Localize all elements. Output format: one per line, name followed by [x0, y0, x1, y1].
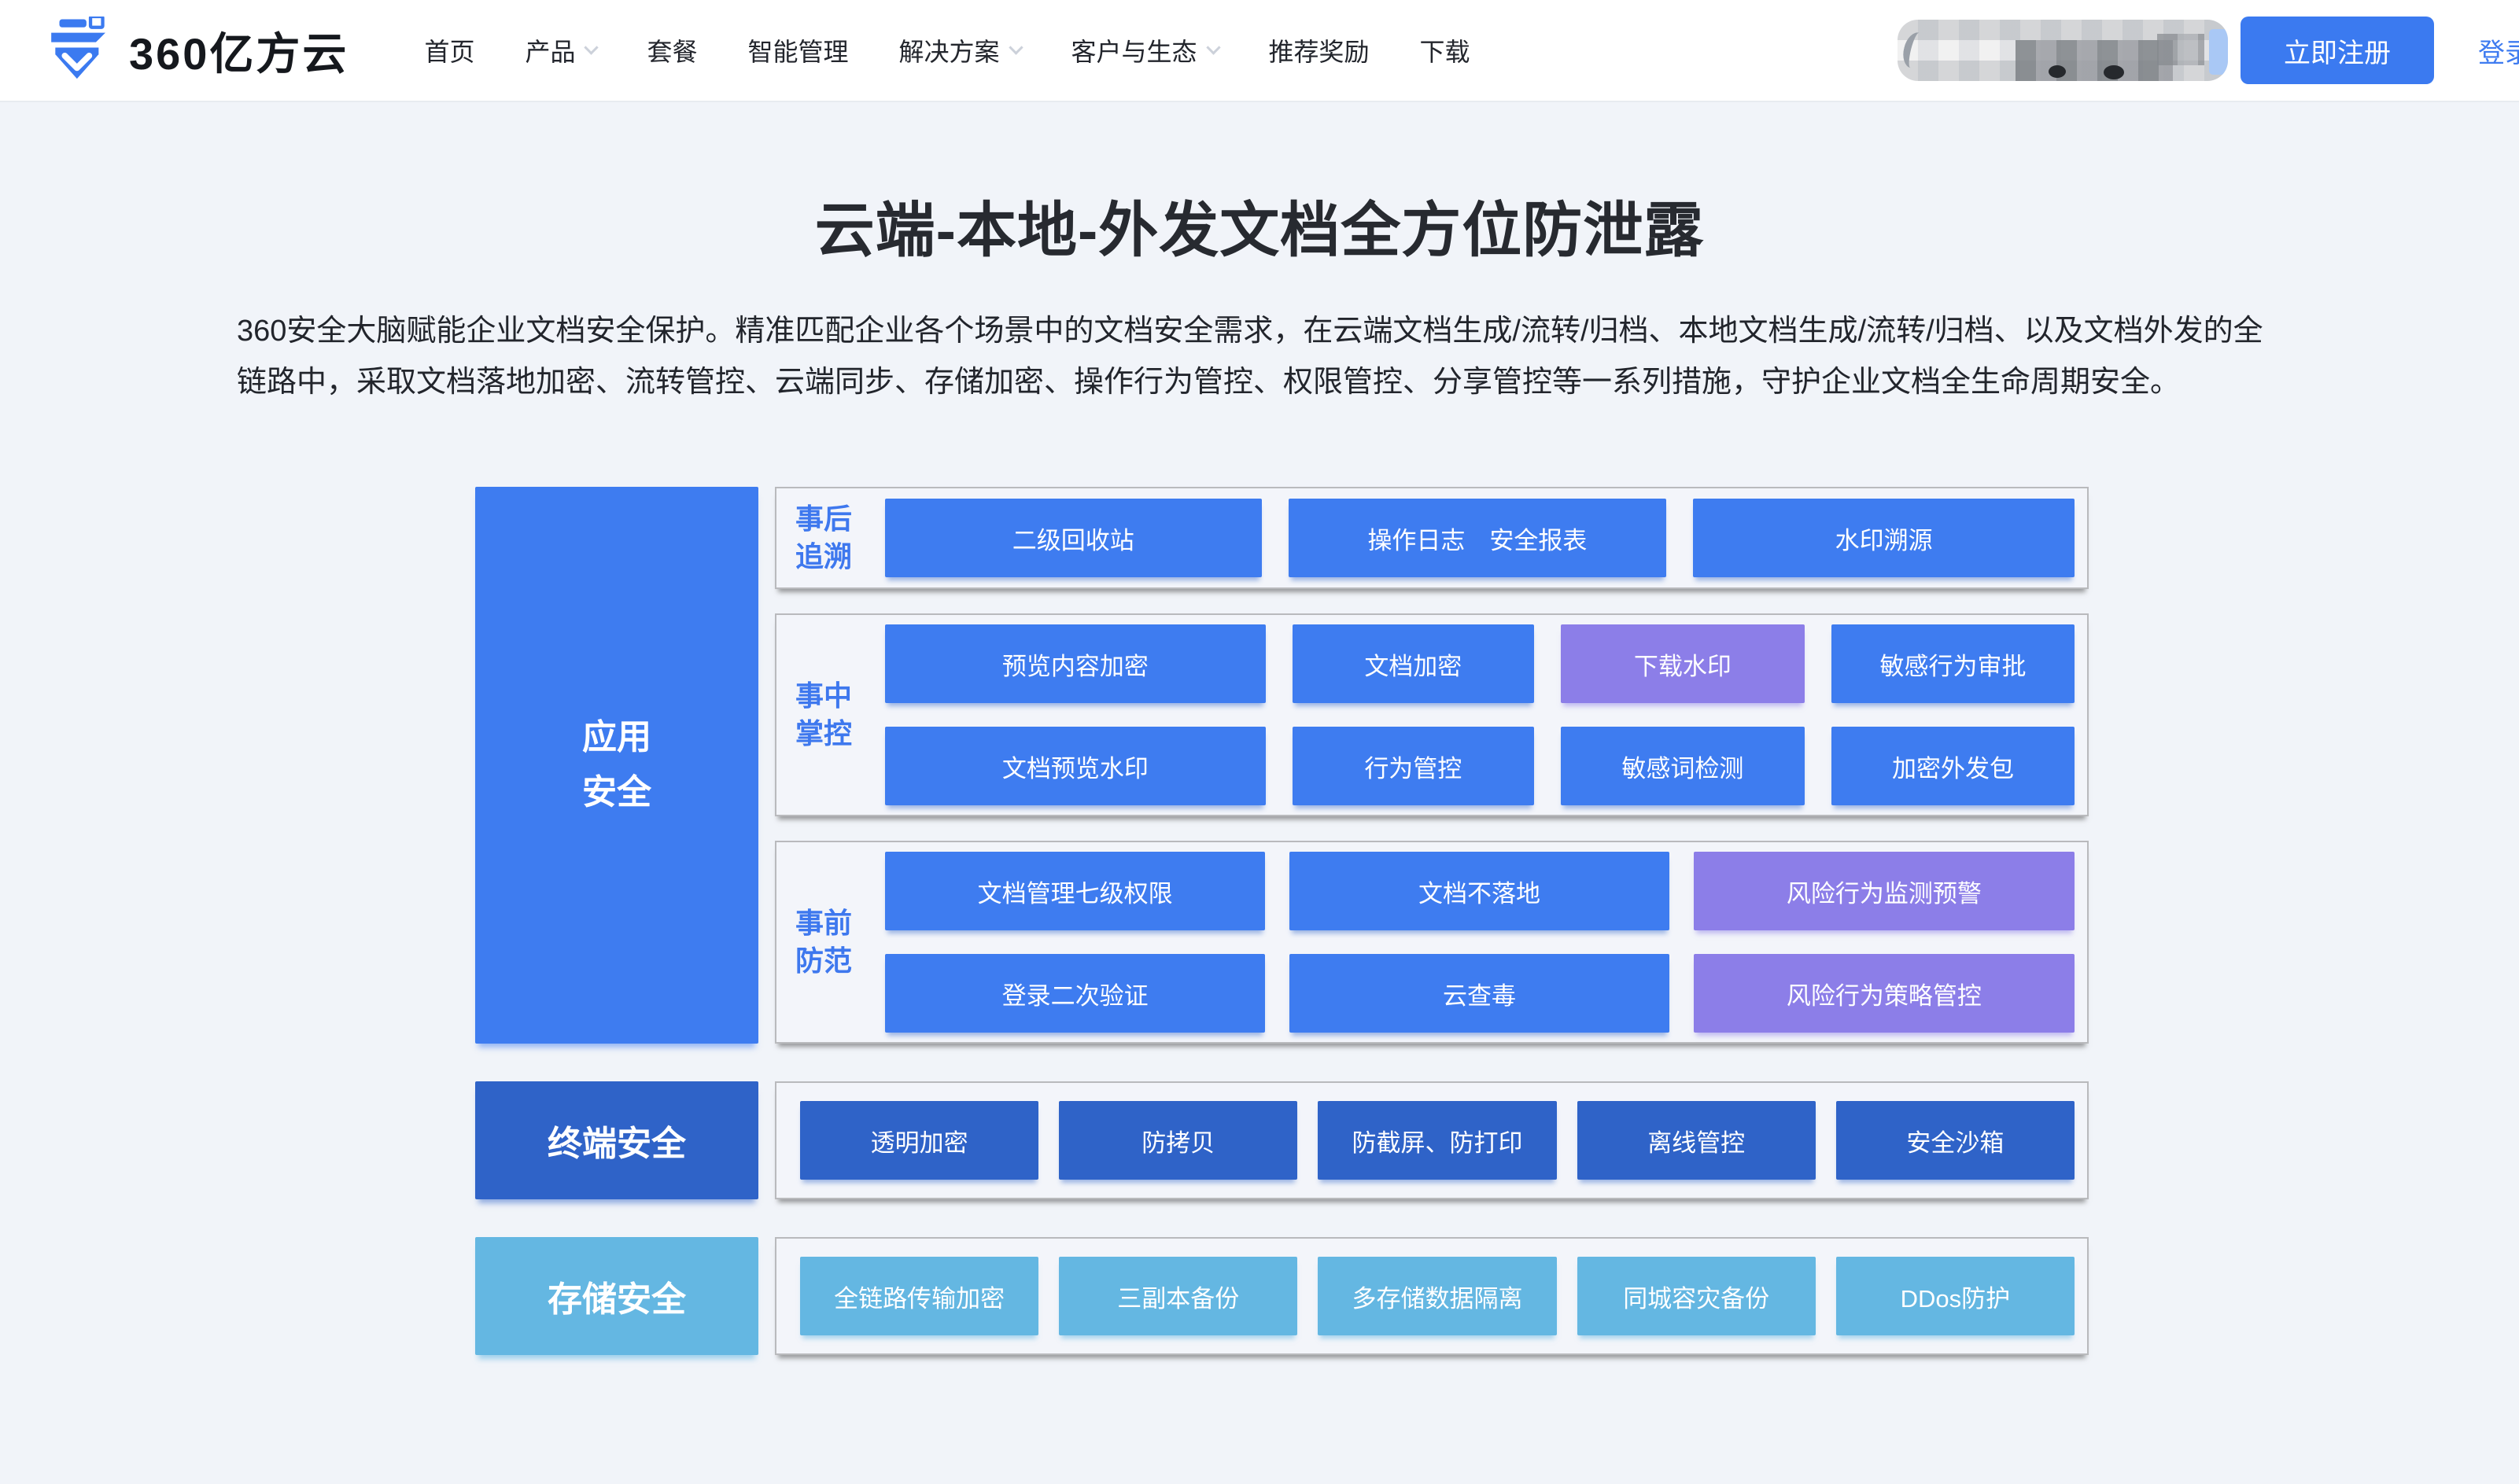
logo-shield-cloud-icon [51, 17, 105, 79]
storage-panels: 全链路传输加密 三副本备份 多存储数据隔离 同城容灾备份 DDos防护 [775, 1237, 2089, 1356]
feature-box: 文档不落地 [1289, 852, 1669, 931]
blurred-phone-number [1898, 20, 2228, 81]
category-terminal-security: 终端安全 [475, 1081, 758, 1200]
feature-box: 敏感词检测 [1560, 727, 1805, 806]
feature-box: 二级回收站 [885, 499, 1262, 578]
feature-box: DDos防护 [1835, 1257, 2075, 1336]
mosaic-block [2104, 65, 2124, 79]
nav-label: 智能管理 [747, 38, 849, 66]
nav-item-referral-rewards[interactable]: 推荐奖励 [1269, 32, 1370, 68]
nav-label: 产品 [525, 38, 576, 66]
panel-label: 事中掌控 [795, 679, 853, 750]
feature-box: 行为管控 [1292, 727, 1534, 806]
main-nav: 首页 产品 套餐 智能管理 解决方案 客户与生态 推荐奖励 下载 [424, 32, 1470, 68]
panel-post-event-tracing: 事后追溯 二级回收站 操作日志 安全报表 水印溯源 [775, 487, 2089, 590]
nav-label: 推荐奖励 [1268, 38, 1370, 66]
feature-box: 文档加密 [1292, 624, 1534, 704]
panel-in-event-control: 事中掌控 预览内容加密 文档加密 下载水印 敏感行为审批 文档预览水印 行为管控… [775, 613, 2089, 817]
feature-box: 水印溯源 [1693, 499, 2075, 578]
category-label: 存储安全 [548, 1280, 686, 1320]
chevron-down-icon [584, 39, 599, 55]
page-description: 360安全大脑赋能企业文档安全保护。精准匹配企业各个场景中的文档安全需求，在云端… [237, 315, 2263, 400]
application-panels: 事后追溯 二级回收站 操作日志 安全报表 水印溯源 事中掌控 预览内容加密 文档… [775, 487, 2089, 1044]
feature-grid: 透明加密 防拷贝 防截屏、防打印 离线管控 安全沙箱 [800, 1101, 2075, 1180]
login-link[interactable]: 登录 [2478, 38, 2519, 68]
feature-box: 透明加密 [800, 1101, 1039, 1180]
nav-label: 首页 [424, 38, 475, 66]
feature-box: 预览内容加密 [885, 624, 1266, 704]
feature-grid: 预览内容加密 文档加密 下载水印 敏感行为审批 文档预览水印 行为管控 敏感词检… [885, 624, 2087, 806]
feature-box: 文档管理七级权限 [885, 852, 1266, 931]
feature-box: 风险行为监测预警 [1693, 852, 2075, 931]
nav-item-smart-management[interactable]: 智能管理 [747, 32, 848, 68]
nav-label: 解决方案 [898, 38, 1000, 66]
feature-box: 三副本备份 [1059, 1257, 1298, 1336]
panel-pre-event-prevention: 事前防范 文档管理七级权限 文档不落地 风险行为监测预警 登录二次验证 云查毒 … [775, 841, 2089, 1044]
feature-grid: 二级回收站 操作日志 安全报表 水印溯源 [885, 499, 2087, 578]
feature-box: 防截屏、防打印 [1318, 1101, 1557, 1180]
feature-box: 登录二次验证 [885, 954, 1266, 1033]
band-terminal-security: 终端安全 透明加密 防拷贝 防截屏、防打印 离线管控 安全沙箱 [475, 1081, 2089, 1200]
band-application-security: 应用安全 事后追溯 二级回收站 操作日志 安全报表 水印溯源 事中掌控 预览内容… [475, 487, 2089, 1044]
nav-item-plans[interactable]: 套餐 [647, 32, 697, 68]
feature-box: 离线管控 [1577, 1101, 1816, 1180]
mosaic-block [2157, 34, 2204, 65]
feature-box: 操作日志 安全报表 [1288, 499, 1667, 578]
security-architecture-diagram: 应用安全 事后追溯 二级回收站 操作日志 安全报表 水印溯源 事中掌控 预览内容… [475, 487, 2089, 1356]
mosaic-arc [1899, 30, 1931, 71]
header-right: 立即注册 登录 [1898, 17, 2519, 84]
feature-box: 多存储数据隔离 [1318, 1257, 1557, 1336]
feature-grid: 全链路传输加密 三副本备份 多存储数据隔离 同城容灾备份 DDos防护 [800, 1257, 2075, 1336]
panel-label: 事前防范 [795, 907, 853, 978]
feature-box: 加密外发包 [1831, 727, 2075, 806]
logo[interactable]: 360亿方云 [47, 17, 349, 84]
top-navbar: 360亿方云 首页 产品 套餐 智能管理 解决方案 客户与生态 推荐奖励 下载 [0, 0, 2519, 102]
nav-item-customers-ecosystem[interactable]: 客户与生态 [1071, 32, 1221, 68]
band-storage-security: 存储安全 全链路传输加密 三副本备份 多存储数据隔离 同城容灾备份 DDos防护 [475, 1237, 2089, 1356]
panel-terminal-security: 透明加密 防拷贝 防截屏、防打印 离线管控 安全沙箱 [775, 1081, 2089, 1200]
feature-box: 文档预览水印 [885, 727, 1266, 806]
feature-box: 风险行为策略管控 [1693, 954, 2075, 1033]
chevron-down-icon [1205, 39, 1221, 55]
category-application-security: 应用安全 [475, 487, 758, 1044]
panel-storage-security: 全链路传输加密 三副本备份 多存储数据隔离 同城容灾备份 DDos防护 [775, 1237, 2089, 1356]
mosaic-block [2016, 40, 2173, 81]
category-storage-security: 存储安全 [475, 1237, 758, 1356]
feature-grid: 文档管理七级权限 文档不落地 风险行为监测预警 登录二次验证 云查毒 风险行为策… [885, 852, 2087, 1033]
feature-box: 下载水印 [1560, 624, 1805, 704]
category-label: 终端安全 [548, 1125, 686, 1164]
feature-box: 敏感行为审批 [1831, 624, 2075, 704]
feature-box: 安全沙箱 [1835, 1101, 2075, 1180]
feature-box: 同城容灾备份 [1577, 1257, 1816, 1336]
category-label: 应用安全 [582, 718, 651, 812]
nav-label: 套餐 [647, 38, 698, 66]
logo-text: 360亿方云 [129, 28, 349, 79]
feature-box: 全链路传输加密 [800, 1257, 1039, 1336]
register-button[interactable]: 立即注册 [2241, 17, 2434, 84]
chevron-down-icon [1008, 39, 1023, 55]
feature-box: 防拷贝 [1059, 1101, 1298, 1180]
nav-label: 客户与生态 [1071, 38, 1197, 66]
mosaic-block [2209, 29, 2228, 75]
nav-label: 下载 [1419, 38, 1470, 66]
panel-label: 事后追溯 [795, 503, 853, 573]
nav-item-home[interactable]: 首页 [424, 32, 474, 68]
nav-item-download[interactable]: 下载 [1420, 32, 1470, 68]
main-content: 云端-本地-外发文档全方位防泄露 360安全大脑赋能企业文档安全保护。精准匹配企… [0, 195, 2519, 1356]
terminal-panels: 透明加密 防拷贝 防截屏、防打印 离线管控 安全沙箱 [775, 1081, 2089, 1200]
page-title: 云端-本地-外发文档全方位防泄露 [814, 197, 1705, 264]
mosaic-block [2049, 65, 2066, 78]
nav-item-solutions[interactable]: 解决方案 [898, 32, 1023, 68]
nav-item-products[interactable]: 产品 [525, 32, 599, 68]
feature-box: 云查毒 [1289, 954, 1669, 1033]
